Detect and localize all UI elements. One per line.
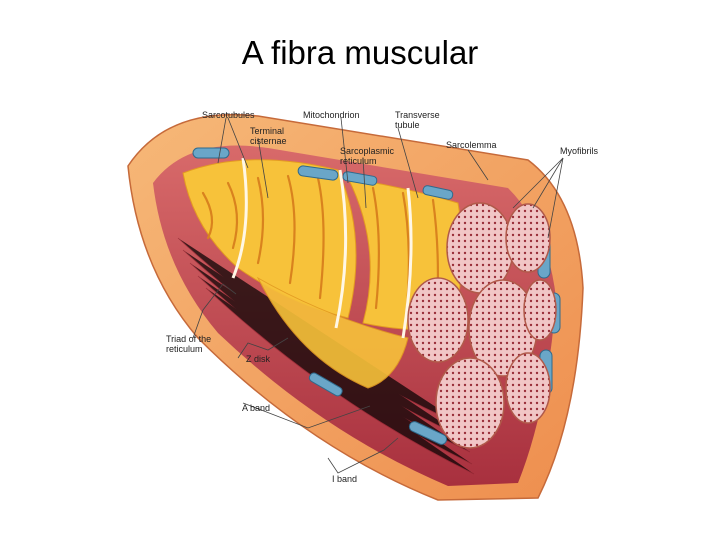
muscle-fiber-illustration	[127, 113, 584, 501]
label-z-disk: Z disk	[246, 354, 271, 364]
label-sarcotubules: Sarcotubules	[202, 110, 255, 120]
label-mitochondrion: Mitochondrion	[303, 110, 360, 120]
label-sarcoplasmic-reticulum: Sarcoplasmic reticulum	[340, 146, 395, 166]
muscle-fiber-diagram: Sarcotubules Terminal cisternae Mitochon…	[108, 88, 612, 504]
leader-lines	[192, 117, 564, 474]
myofibrils-cross-section	[407, 202, 557, 449]
transverse-tubules	[231, 157, 413, 339]
label-terminal-cisternae: Terminal cisternae	[250, 126, 287, 146]
label-i-band: I band	[332, 474, 358, 484]
label-a-band: A band	[242, 403, 271, 413]
reticulum-branches	[201, 174, 440, 325]
label-sarcolemma: Sarcolemma	[446, 140, 497, 150]
label-triad: Triad of the reticulum	[166, 334, 212, 354]
label-myofibrils: Myofibrils	[560, 146, 599, 156]
slide-title: A fibra muscular	[241, 34, 479, 71]
label-transverse-tubule: Transverse tubule	[395, 110, 440, 130]
